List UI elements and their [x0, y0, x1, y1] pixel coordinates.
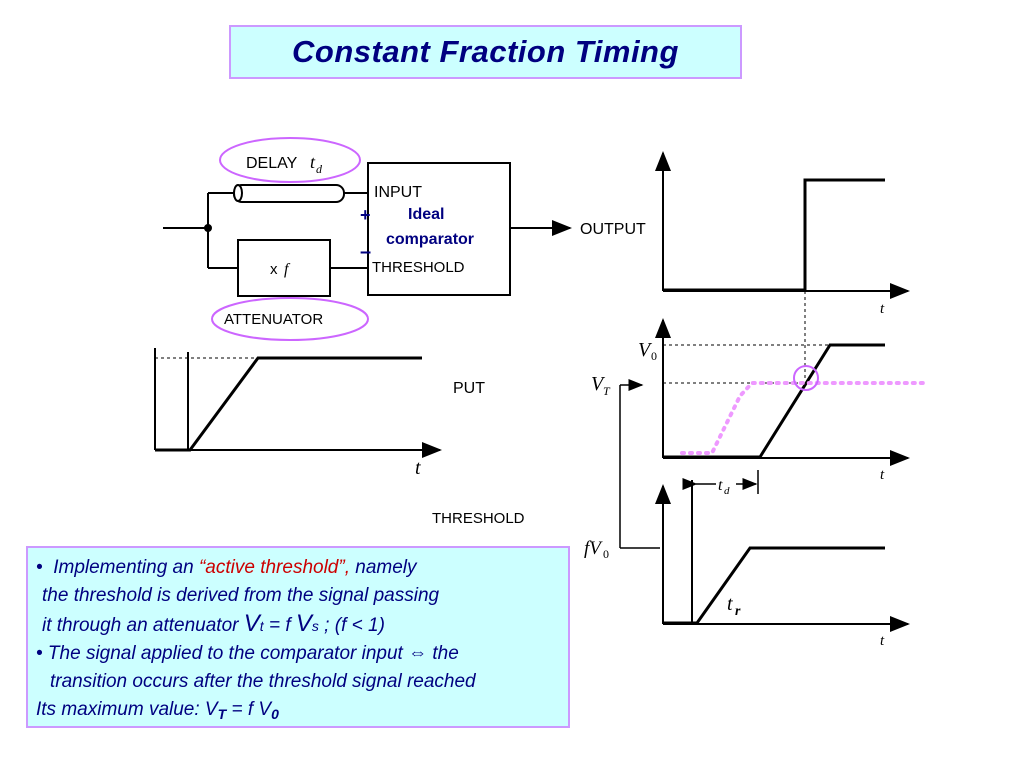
attenuator-box-f: f [284, 261, 291, 278]
plus-sign: + [360, 205, 371, 225]
notes-line-3: it through an attenuator Vt = f Vs ; (f … [36, 610, 560, 640]
sub-0: 0 [271, 706, 279, 722]
attenuated-plot-t-label: t [880, 633, 885, 649]
tr-label: t [727, 593, 733, 615]
attenuator-label: ATTENUATOR [224, 311, 323, 328]
formula-s: s [311, 618, 319, 634]
v0-sub: 0 [651, 349, 657, 363]
left-plot-t-label: t [415, 457, 421, 479]
attenuator-highlight-oval [211, 297, 369, 341]
title-box: Constant Fraction Timing [229, 25, 742, 79]
output-plot [655, 151, 910, 380]
notes-line-1: • Implementing an “active threshold”, na… [36, 554, 560, 582]
formula-v: V [243, 610, 260, 637]
vt-sub: T [603, 384, 611, 398]
output-label: OUTPUT [580, 221, 646, 238]
output-plot-t-label: t [880, 301, 885, 317]
delay-label: DELAY [246, 155, 298, 172]
formula-eq: = f [263, 615, 296, 636]
left-plot-signal [155, 356, 422, 452]
notes-text: = f V [226, 699, 272, 720]
sub-t: T [217, 706, 227, 722]
notes-line-6: Its maximum value: VT = f V0 [36, 696, 560, 728]
comparator-box [367, 162, 511, 296]
notes-text: namely [349, 557, 417, 578]
output-plot-step [663, 178, 885, 292]
td-label: t [718, 477, 723, 494]
formula-end: ; (f < 1) [318, 615, 385, 636]
notes-text: it through an attenuator [42, 615, 244, 636]
formula-t: t [259, 618, 264, 634]
v0-label: V [638, 339, 653, 361]
input-plot [655, 318, 927, 466]
delay-highlight-oval [219, 137, 361, 183]
formula-v2: V [295, 610, 312, 637]
vt-fv0-bracket [619, 379, 660, 549]
fv0-label: fV [584, 538, 603, 559]
td-sub: d [724, 485, 730, 497]
delay-var: t [310, 152, 316, 172]
notes-text: Implementing an [53, 557, 199, 578]
delay-sub: d [316, 162, 323, 176]
fv0-sub: 0 [603, 547, 609, 561]
crossing-highlight-circle [793, 365, 819, 391]
attenuated-plot-signal [663, 546, 885, 625]
notes-line-4: • The signal applied to the comparator i… [36, 643, 459, 664]
page-title: Constant Fraction Timing [292, 34, 679, 69]
notes-line-5: transition occurs after the threshold si… [50, 671, 476, 692]
notes-box: • Implementing an “active threshold”, na… [26, 546, 570, 728]
input-plot-signal [663, 343, 885, 459]
comparator-input-label: INPUT [374, 184, 422, 201]
notes-text: Its maximum value: V [36, 699, 218, 720]
tr-sub: r [735, 604, 741, 619]
input-plot-threshold-dotted [680, 381, 927, 455]
input-plot-t-label: t [880, 467, 885, 483]
left-plot [154, 348, 442, 458]
circuit [163, 137, 572, 341]
active-threshold-phrase: “active threshold”, [198, 557, 350, 578]
attenuated-plot [655, 470, 910, 632]
left-plot-input-label: PUT [453, 380, 485, 397]
delay-cable-icon [233, 184, 345, 203]
comparator-threshold-label: THRESHOLD [372, 259, 465, 276]
minus-sign: – [360, 241, 371, 263]
left-plot-threshold-label: THRESHOLD [432, 510, 525, 527]
vt-label: V [591, 373, 606, 395]
attenuator-box-x: x [270, 261, 278, 278]
bullet: • [36, 557, 43, 578]
comparator-label-line2: comparator [386, 231, 474, 248]
comparator-label-line1: Ideal [408, 206, 444, 223]
notes-line-2: the threshold is derived from the signal… [42, 585, 440, 606]
